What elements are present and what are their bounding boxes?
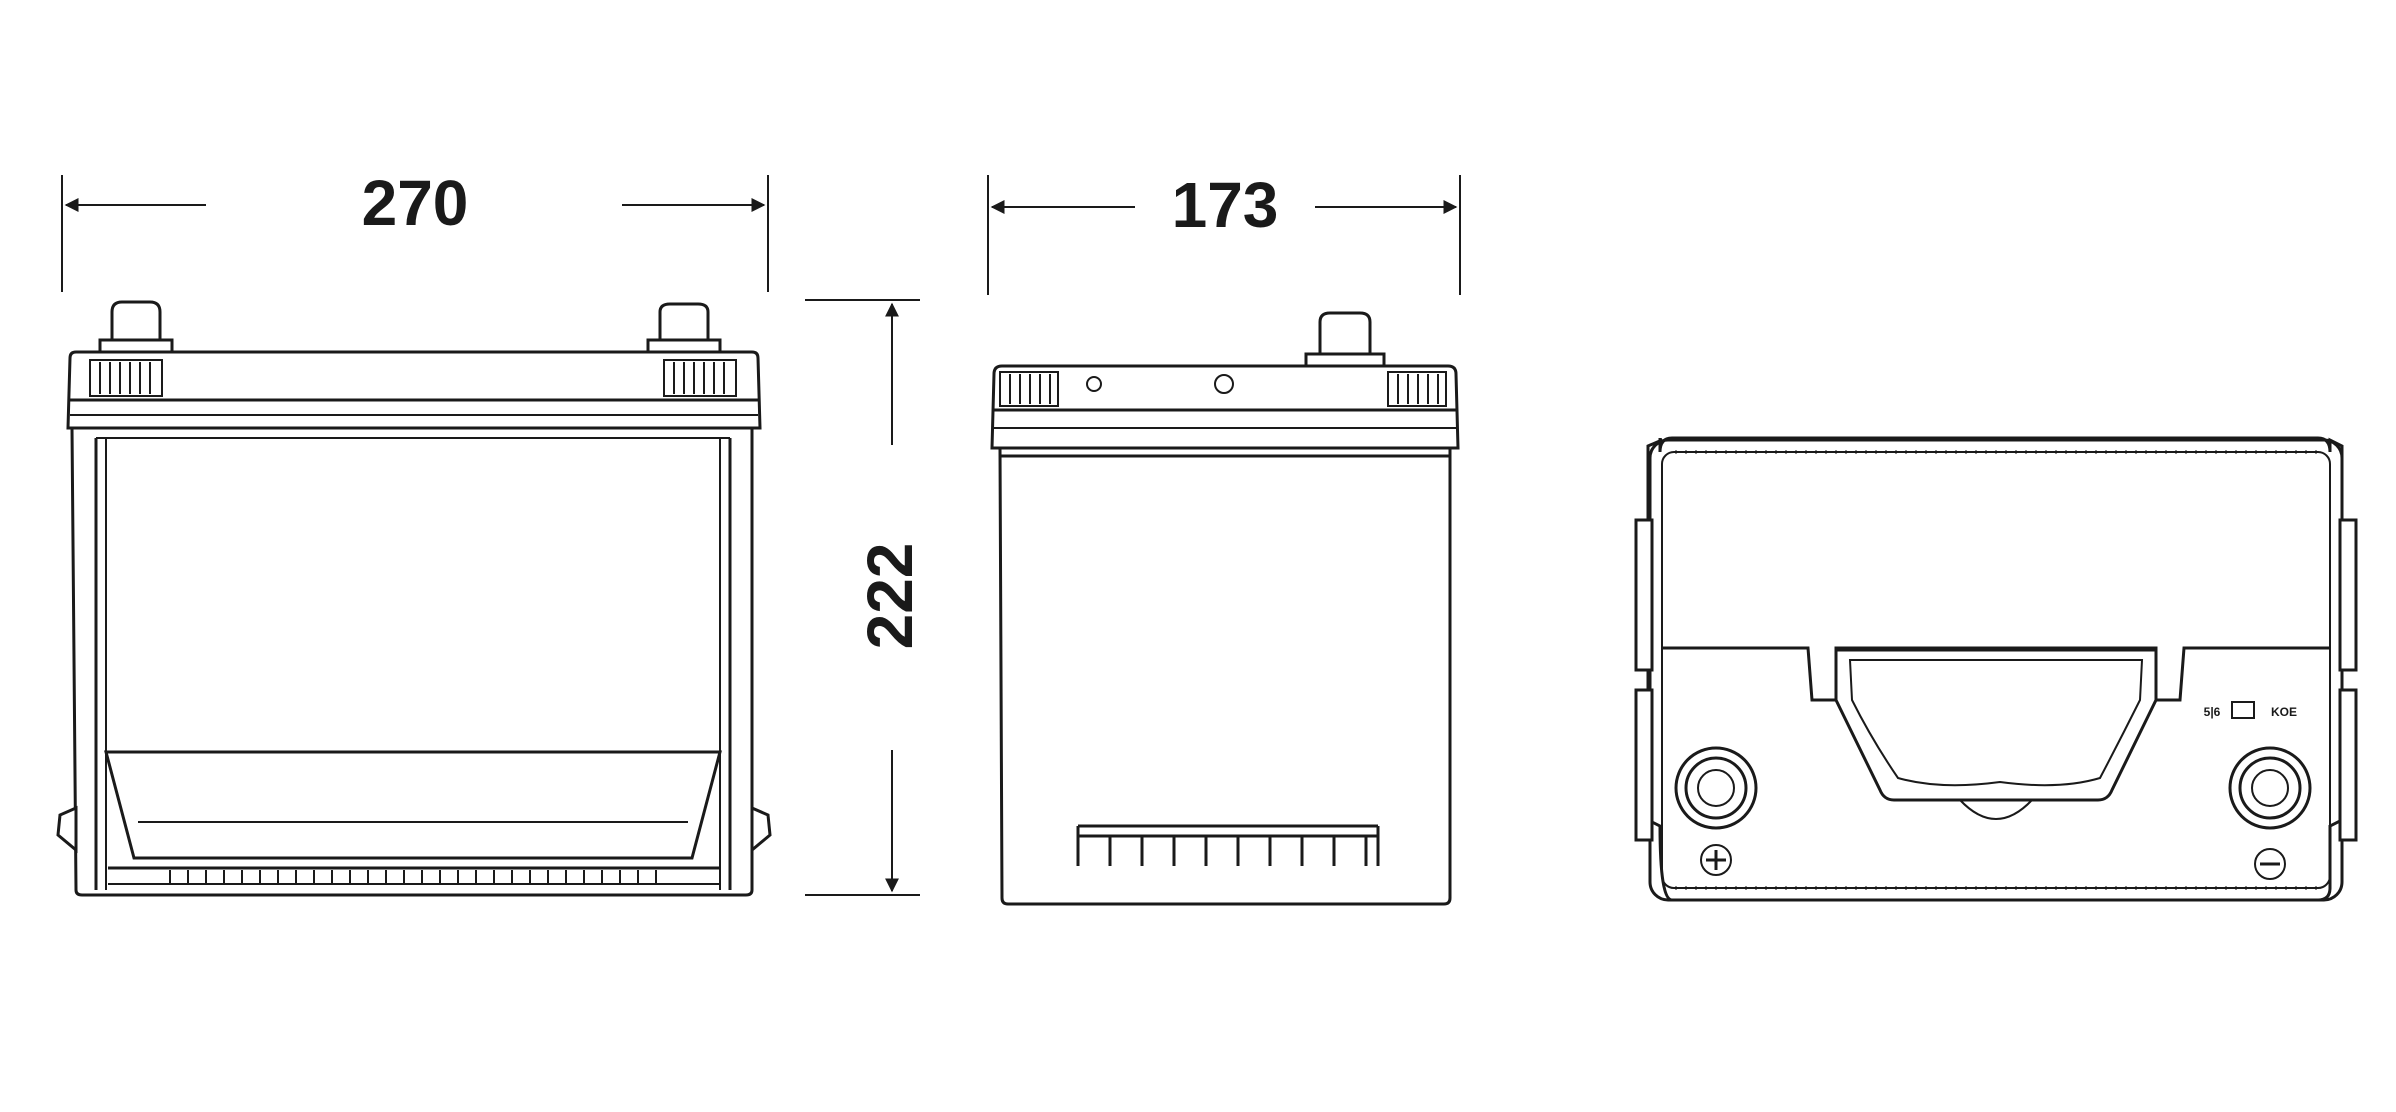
length-dimension: 270 [61,167,769,292]
side-lid-ribs-left [999,371,1059,407]
terminal-negative [2228,746,2312,830]
battery-body [70,426,754,897]
hold-down-ledge [104,750,722,860]
side-view [990,311,1460,906]
length-label: 270 [362,167,469,239]
side-tab-right [2338,518,2358,672]
side-tab-left-2 [1634,688,1654,842]
height-dimension: 222 [805,299,926,896]
svg-text:KOE: KOE [2271,705,2297,719]
height-label: 222 [854,543,926,650]
cell-ribs [1076,824,1380,866]
terminal-positive [1674,746,1758,830]
side-lid-ribs-right [1387,371,1447,407]
terminal-side [1304,311,1386,370]
lid-ribs-left [89,359,163,397]
side-tab-right-2 [2338,688,2358,842]
foot-right [750,805,772,854]
terminal-left [98,300,174,356]
vent-hole-1 [1086,376,1102,392]
front-view [56,300,772,897]
foot-left [56,805,78,854]
battery-lid [66,350,762,430]
svg-text:5|6: 5|6 [2204,705,2221,719]
plus-sign-icon [1700,844,1732,876]
base-ribs [108,866,720,885]
width-label: 173 [1172,169,1279,241]
side-body [998,446,1452,906]
polarity-marking: 5|6 KOE [2204,701,2297,719]
lid-step [1662,646,2330,702]
side-tab-left [1634,518,1654,672]
carry-handle [1834,648,2158,802]
top-view: 5|6 KOE [1634,436,2358,902]
lid-ribs-right [663,359,737,397]
vent-hole-2 [1214,374,1234,394]
width-dimension: 173 [987,169,1461,295]
minus-sign-icon [2254,848,2286,880]
terminal-right [646,302,722,356]
